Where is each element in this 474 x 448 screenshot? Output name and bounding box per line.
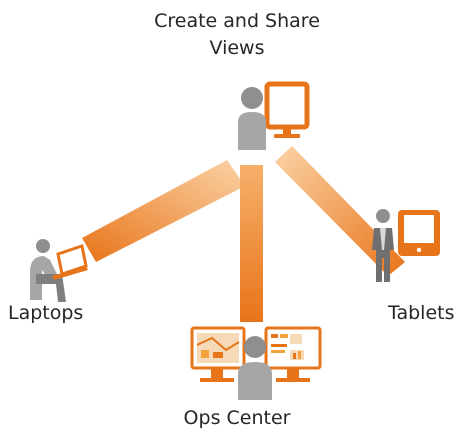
desktop-user-icon [238,81,310,150]
ops-center-icon [190,326,322,400]
laptop-user-icon [30,239,88,302]
connector-to-ops-center [240,165,263,322]
tablets-label: Tablets [388,302,455,324]
create-share-views-label: Create and Share Views [154,10,320,59]
connector-to-tablets [275,146,405,276]
tablet-user-icon [372,209,440,282]
ops-center-label: Ops Center [183,407,291,429]
laptops-label: Laptops [8,302,84,324]
connector-to-laptops [82,160,245,262]
